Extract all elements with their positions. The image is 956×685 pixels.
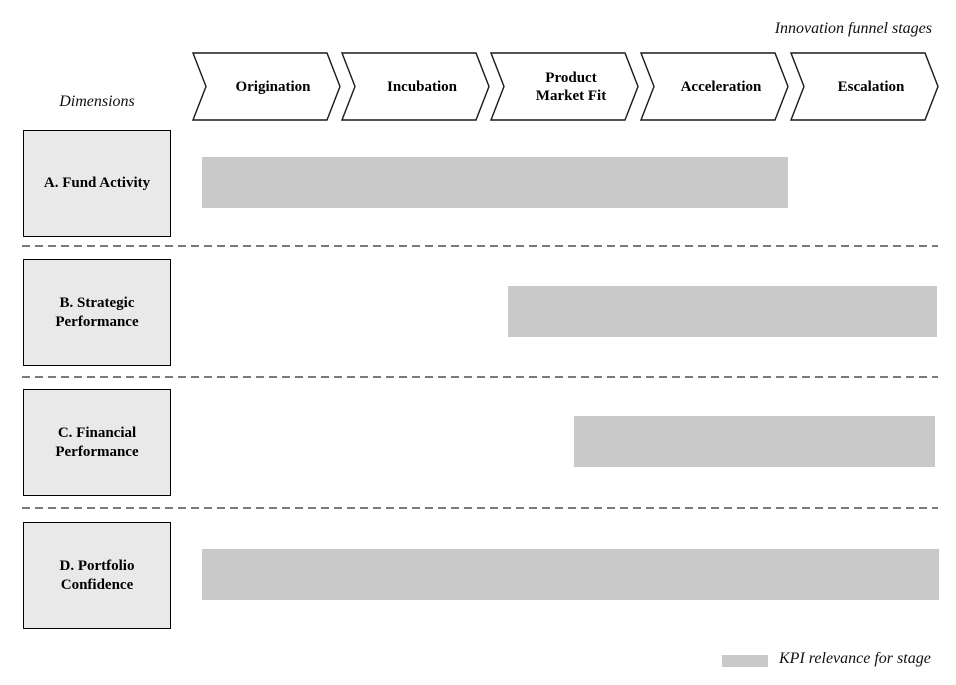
stage-label: Incubation: [386, 78, 458, 95]
row-separator-dashed-line: [22, 376, 938, 378]
dimension-box: B. Strategic Performance: [23, 259, 171, 366]
kpi-relevance-bar: [508, 286, 937, 337]
chevron-arrow-shape: [341, 52, 490, 121]
dimension-box: C. Financial Performance: [23, 389, 171, 496]
dimension-box: D. Portfolio Confidence: [23, 522, 171, 629]
kpi-relevance-bar: [202, 157, 788, 208]
stage-chevron-product-market-fit: Product Market Fit: [490, 52, 640, 121]
dimension-row-portfolio-confidence: D. Portfolio Confidence: [0, 522, 956, 629]
row-separator-dashed-line: [22, 507, 938, 509]
stage-chevron-incubation: Incubation: [341, 52, 491, 121]
dimension-label: D. Portfolio Confidence: [59, 557, 135, 593]
chevron-arrow-shape: [640, 52, 789, 121]
diagram-title: Innovation funnel stages: [774, 20, 932, 37]
legend-label: KPI relevance for stage: [779, 650, 931, 667]
kpi-relevance-bar: [202, 549, 939, 600]
dimension-label: C. Financial Performance: [55, 424, 139, 460]
stage-label: Product Market Fit: [535, 69, 607, 104]
stage-label: Origination: [235, 78, 311, 95]
dimension-row-financial-performance: C. Financial Performance: [0, 389, 956, 496]
dimension-label: B. Strategic Performance: [55, 294, 139, 330]
chevron-arrow-shape: [790, 52, 939, 121]
dimensions-label: Dimensions: [59, 93, 135, 110]
stage-label: Escalation: [837, 78, 905, 95]
stage-chevron-acceleration: Acceleration: [640, 52, 790, 121]
stage-chevron-escalation: Escalation: [790, 52, 940, 121]
dimension-label: A. Fund Activity: [43, 175, 151, 192]
row-separator-dashed-line: [22, 245, 938, 247]
kpi-relevance-bar: [574, 416, 935, 467]
stage-label: Acceleration: [680, 78, 762, 95]
stage-chevron-origination: Origination: [192, 52, 342, 121]
dimension-row-strategic-performance: B. Strategic Performance: [0, 259, 956, 366]
legend-color-swatch: [722, 655, 768, 667]
dimension-box: A. Fund Activity: [23, 130, 171, 237]
dimension-row-fund-activity: A. Fund Activity: [0, 130, 956, 237]
chevron-arrow-shape: [490, 52, 639, 121]
chevron-arrow-shape: [192, 52, 341, 121]
